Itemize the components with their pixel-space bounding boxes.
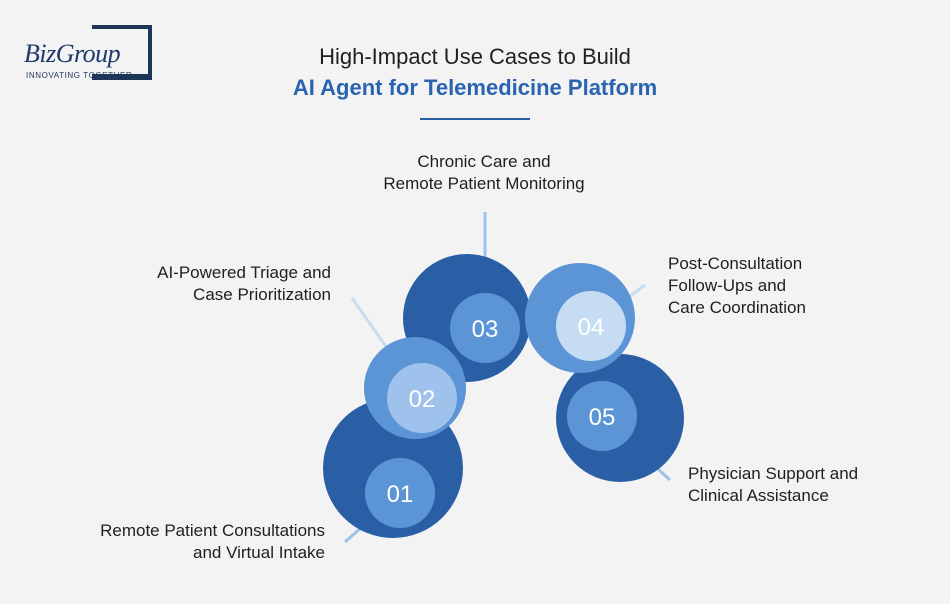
inner-circle-02 (387, 363, 457, 433)
use-case-04-line-2: Follow-Ups and (668, 276, 787, 295)
use-case-03-line-2: Remote Patient Monitoring (383, 174, 585, 193)
inner-circle-05 (567, 381, 637, 451)
use-case-04-line-3: Care Coordination (668, 298, 806, 317)
use-case-03-line-1: Chronic Care and (417, 152, 551, 171)
page-title-line-2: AI Agent for Telemedicine Platform (292, 75, 658, 100)
use-case-label-05: Physician Support and Clinical Assistanc… (688, 463, 858, 507)
logo-tagline: INNOVATING TOGETHER (26, 71, 133, 80)
use-case-04-line-1: Post-Consultation (668, 254, 803, 273)
use-case-02-line-2: Case Prioritization (193, 285, 331, 304)
use-case-05-line-1: Physician Support and (688, 464, 859, 483)
use-case-05-line-2: Clinical Assistance (688, 486, 829, 505)
use-case-01-line-2: and Virtual Intake (193, 543, 325, 562)
use-case-label-01: Remote Patient Consultations and Virtual… (100, 520, 325, 564)
step-number-04: 04 (578, 314, 605, 341)
page-title-line-1: High-Impact Use Cases to Build (319, 44, 631, 69)
use-case-02-line-1: AI-Powered Triage and (157, 263, 331, 282)
use-case-label-02: AI-Powered Triage and Case Prioritizatio… (157, 262, 331, 306)
step-number-03: 03 (472, 316, 499, 343)
title-divider (420, 118, 530, 120)
use-case-01-line-1: Remote Patient Consultations (100, 521, 325, 540)
use-case-label-03: Chronic Care and Remote Patient Monitori… (334, 151, 634, 195)
inner-circle-01 (365, 458, 435, 528)
step-number-02: 02 (409, 386, 436, 413)
inner-circle-03 (450, 293, 520, 363)
logo-wordmark: BizGroup (24, 39, 123, 69)
brand-logo: BizGroup INNOVATING TOGETHER (22, 25, 162, 85)
inner-circle-04 (556, 291, 626, 361)
use-case-label-04: Post-Consultation Follow-Ups and Care Co… (668, 253, 806, 319)
logo-frame (92, 25, 152, 80)
step-number-01: 01 (387, 481, 414, 508)
step-number-05: 05 (589, 404, 616, 431)
